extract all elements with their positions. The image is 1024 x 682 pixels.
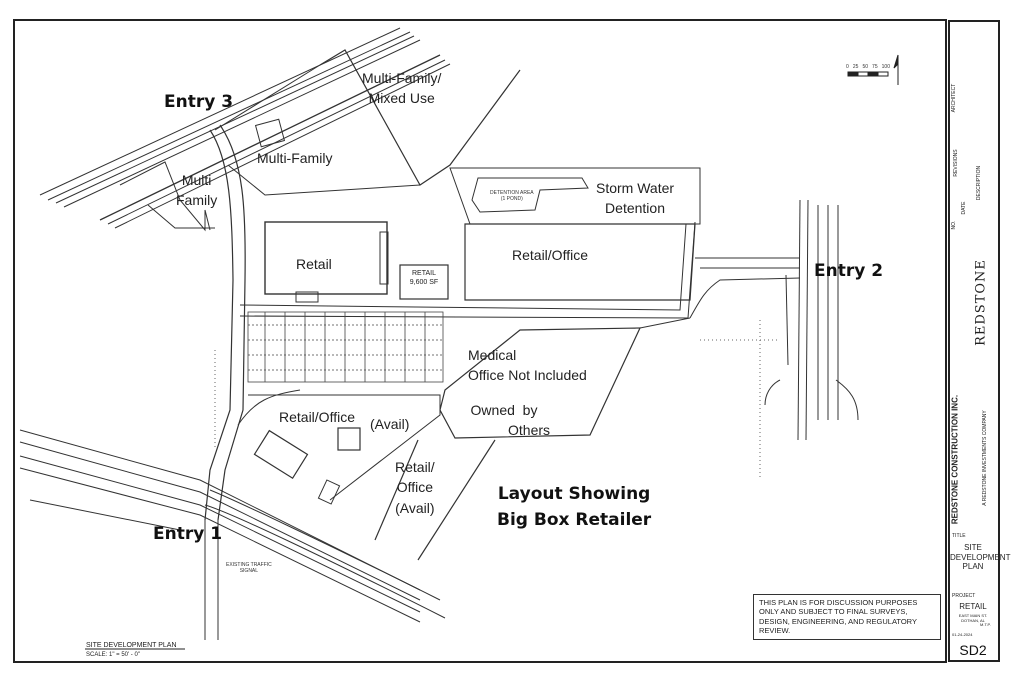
label-line: Multi-Family/ (362, 70, 442, 86)
label-line: (1 POND) (500, 196, 523, 202)
label-line: Others (508, 422, 551, 439)
label-line: Mixed Use (368, 90, 435, 107)
label-line: Family (176, 192, 218, 209)
sheet-border (13, 19, 947, 663)
scale-bar-labels: 0 25 50 75 100 (846, 64, 890, 70)
scale-label: 100 (881, 64, 890, 70)
label-line: RETAIL (412, 270, 436, 277)
label-line: Detention (605, 200, 665, 217)
label-retail: Retail (296, 256, 332, 272)
top-road (39, 27, 451, 229)
label-line: Medical (468, 347, 517, 363)
label-line: EXISTING TRAFFIC (226, 562, 272, 568)
tb-title-label: TITLE (952, 533, 966, 539)
tb-project-address: EAST MAIN ST. DOTHAN, AL (950, 613, 996, 623)
label-entry-1: Entry 1 (153, 524, 223, 544)
scale-label: 25 (852, 64, 859, 70)
tb-project-name: RETAIL (959, 602, 987, 611)
label-entry-2: Entry 2 (814, 261, 884, 281)
label-retail-office-lower: Retail/Office (279, 409, 355, 425)
scale-label: 0 (846, 64, 849, 70)
retail-building (264, 221, 388, 295)
discussion-note: THIS PLAN IS FOR DISCUSSION PURPOSES ONL… (753, 594, 941, 640)
label-line: Multi (181, 172, 212, 188)
tb-address-line: DOTHAN, AL (961, 618, 985, 624)
tb-brand: REDSTONE (973, 259, 989, 346)
label-multi-family-top: Multi-Family (257, 150, 333, 166)
label-retail-9600: RETAIL 9,600 SF (402, 269, 446, 287)
tb-date-value: 01-24-2024 (952, 632, 973, 637)
label-line: 9,600 SF (409, 279, 439, 287)
tb-sheet-title-line: SITE (964, 543, 982, 552)
headline-line: Big Box Retailer (497, 509, 652, 530)
scale-label: 75 (872, 64, 878, 70)
label-line: Office (396, 479, 433, 496)
retail-9600-building (399, 264, 449, 300)
tb-date: DATE (961, 201, 967, 215)
tb-sheet-title-line: DEVELOPMENT (950, 552, 1011, 562)
tb-company: REDSTONE CONSTRUCTION INC. (950, 394, 960, 525)
tb-project-label: PROJECT (952, 593, 976, 599)
label-line: (Avail) (395, 499, 435, 516)
parking-lot (247, 311, 444, 383)
label-detention-small: DETENTION AREA (1 POND) (490, 190, 534, 202)
tb-address-line: EAST MAIN ST. (958, 613, 988, 618)
north-arrow (893, 54, 899, 85)
label-traffic-signal: EXISTING TRAFFIC SIGNAL (226, 562, 272, 574)
plan-scale: SCALE: 1" = 50' - 0" (86, 652, 140, 658)
label-line: SIGNAL (239, 568, 259, 574)
tb-sheet-number: SD2 (959, 642, 987, 658)
tb-sheet-title: SITE DEVELOPMENT PLAN (950, 543, 1011, 572)
label-line: Owned by (470, 402, 538, 418)
tb-revisions: REVISIONS (953, 149, 959, 177)
label-retail-office: Retail/Office (512, 247, 588, 263)
label-avail: (Avail) (370, 416, 410, 432)
lower-highway (19, 429, 446, 640)
label-line: DETENTION AREA (490, 190, 534, 196)
tb-architect: ARCHITECT (951, 83, 957, 113)
plan-title: SITE DEVELOPMENT PLAN (86, 642, 177, 649)
label-line: Office Not Included (468, 367, 587, 384)
label-line: Storm Water (596, 180, 675, 196)
label-retail-office-avail: Retail/ Office (Avail) (395, 457, 435, 518)
tb-no: NO. (951, 220, 957, 230)
tb-drawn: M.T.P. (980, 622, 991, 627)
tb-company-sub: A REDSTONE INVESTMENTS COMPANY (982, 410, 988, 506)
label-multi-family-mixed-use: Multi-Family/ Mixed Use (362, 68, 441, 109)
layout-headline: Layout Showing Big Box Retailer (497, 482, 651, 533)
west-access-road (204, 124, 246, 521)
label-storm-water: Storm Water Detention (596, 178, 674, 219)
label-entry-3: Entry 3 (164, 92, 234, 112)
scale-label: 50 (862, 64, 868, 70)
label-owned-by-others: Owned by Others (458, 400, 550, 441)
east-highway (764, 199, 859, 441)
label-multi-family-left: Multi Family (176, 170, 217, 211)
headline-line: Layout Showing (497, 484, 651, 504)
label-medical-office: Medical Office Not Included (468, 345, 587, 386)
tb-sheet-title-line: PLAN (962, 562, 984, 572)
title-block (948, 20, 1000, 662)
scale-bar (847, 71, 889, 77)
label-line: Retail/ (395, 459, 435, 475)
tb-description: DESCRIPTION (976, 165, 982, 201)
